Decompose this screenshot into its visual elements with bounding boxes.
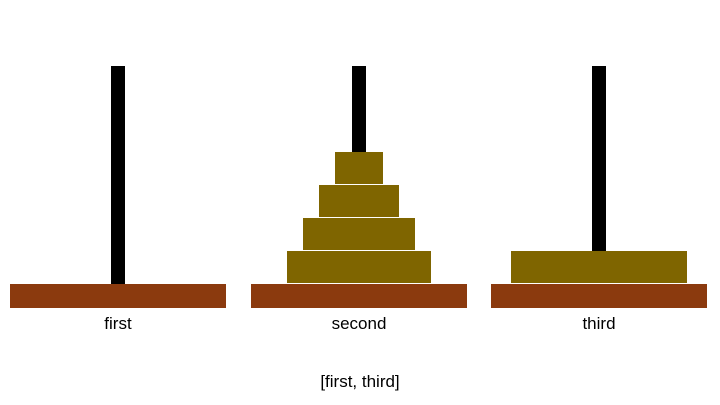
tower-third[interactable]: third xyxy=(491,0,707,345)
tower-base xyxy=(491,284,707,308)
tower-base xyxy=(251,284,467,308)
tower-label: first xyxy=(104,314,132,333)
disk-size-4 xyxy=(287,251,431,284)
peg xyxy=(111,66,125,284)
disk-size-5[interactable] xyxy=(511,251,687,284)
disk-size-1[interactable] xyxy=(335,152,383,185)
tower-first[interactable]: first xyxy=(10,0,226,345)
disk-size-3 xyxy=(303,218,415,251)
tower-label: second xyxy=(331,314,387,333)
peg xyxy=(592,66,606,284)
tower-label: third xyxy=(582,314,616,333)
move-caption: [first, third] xyxy=(320,372,400,391)
tower-base xyxy=(10,284,226,308)
disk-size-2 xyxy=(319,185,399,218)
tower-second[interactable]: second xyxy=(251,0,467,345)
